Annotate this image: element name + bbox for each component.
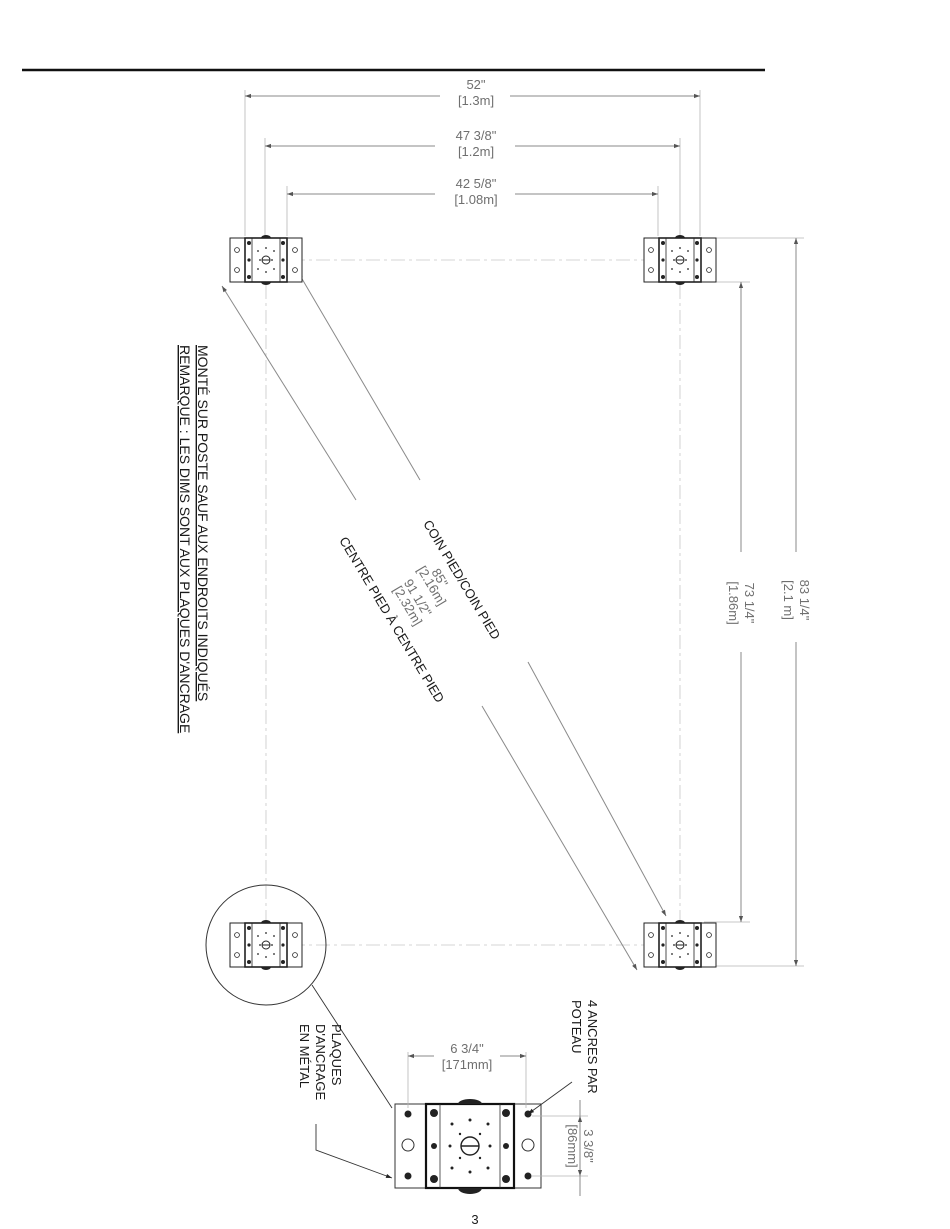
- plate-width-imperial: 6 3/4": [450, 1041, 484, 1056]
- width-outer-metric: [1.3m]: [458, 93, 494, 108]
- plates-callout-line-3: EN MÉTAL: [297, 1024, 312, 1088]
- width-mid-imperial: 47 3/8": [456, 128, 497, 143]
- anchors-callout-line-2: POTEAU: [569, 1000, 584, 1053]
- page-number: 3: [471, 1212, 478, 1227]
- note-line-1: REMARQUE : LES DIMS SONT AUX PLAQUES D'A…: [177, 345, 193, 733]
- length-inner-imperial: 73 1/4": [742, 583, 757, 624]
- post-plate-bottom-left: [229, 919, 303, 971]
- plate-height-imperial: 3 3/8": [581, 1129, 596, 1163]
- detail-circle: [205, 884, 327, 1006]
- width-outer-imperial: 52": [466, 77, 485, 92]
- plate-width-metric: [171mm]: [442, 1057, 493, 1072]
- plate-height-metric: [86mm]: [565, 1124, 580, 1167]
- plates-callout-line-1: PLAQUES: [329, 1024, 344, 1086]
- width-inner-imperial: 42 5/8": [456, 176, 497, 191]
- width-inner-metric: [1.08m]: [454, 192, 497, 207]
- diag-center-label: CENTRE PIED À CENTRE PIED: [336, 534, 447, 705]
- length-outer-metric: [2.1 m]: [781, 580, 796, 620]
- plate-detail: [394, 1099, 542, 1194]
- anchors-callout-line-1: 4 ANCRES PAR: [585, 1000, 600, 1094]
- post-plate-top-left: [229, 234, 303, 286]
- width-mid-metric: [1.2m]: [458, 144, 494, 159]
- post-plate-bottom-right: [643, 919, 717, 971]
- plates-callout-line-2: D'ANCRAGE: [313, 1024, 328, 1100]
- length-inner-metric: [1.86m]: [726, 581, 741, 624]
- note-line-2: MONTÉ SUR POSTE SAUF AUX ENDROITS INDIQU…: [195, 345, 211, 701]
- post-plate-top-right: [643, 234, 717, 286]
- length-outer-imperial: 83 1/4": [797, 580, 812, 621]
